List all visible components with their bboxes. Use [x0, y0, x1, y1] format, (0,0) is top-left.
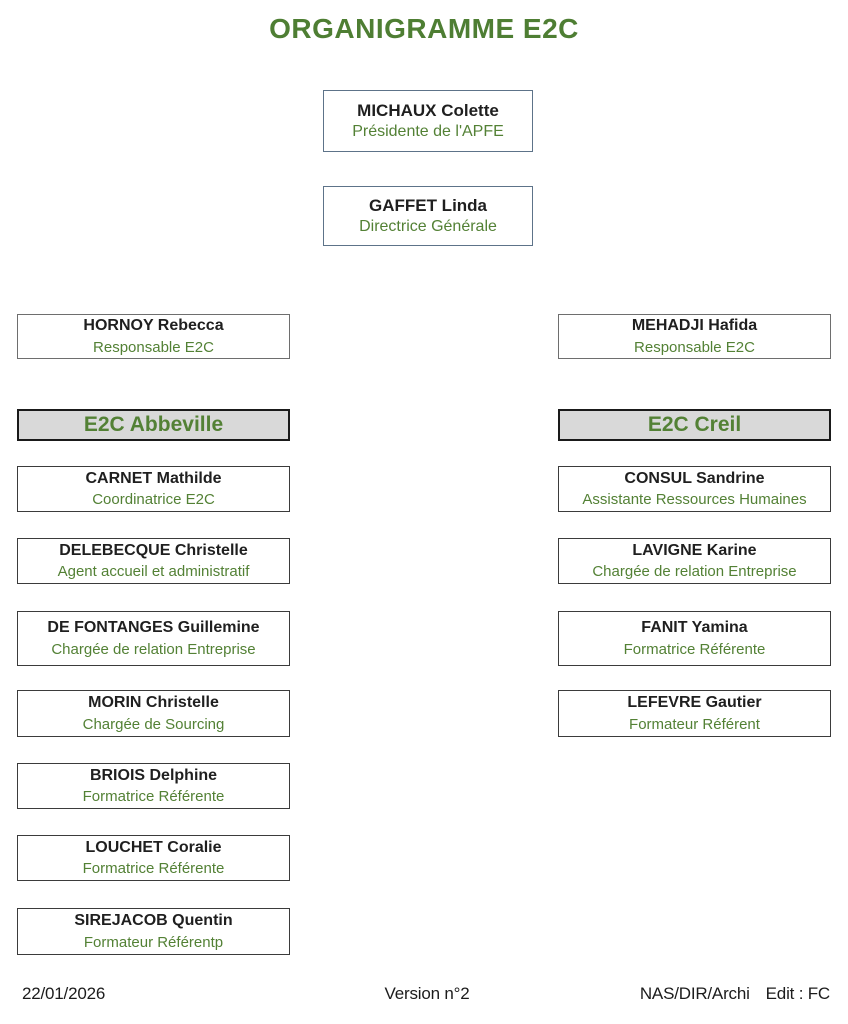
- footer-version: Version n°2: [384, 984, 470, 1003]
- direction-box-presidente: MICHAUX Colette Présidente de l'APFE: [323, 90, 533, 152]
- staff-box: FANIT Yamina Formatrice Référente: [558, 611, 831, 666]
- person-role: Directrice Générale: [359, 218, 497, 236]
- staff-box: LOUCHET Coralie Formatrice Référente: [17, 835, 290, 881]
- site-header-abbeville: E2C Abbeville: [17, 409, 290, 441]
- staff-box: SIREJACOB Quentin Formateur Référentp: [17, 908, 290, 955]
- staff-box: DELEBECQUE Christelle Agent accueil et a…: [17, 538, 290, 584]
- staff-box: DE FONTANGES Guillemine Chargée de relat…: [17, 611, 290, 666]
- person-name: DE FONTANGES Guillemine: [47, 619, 260, 637]
- person-name: DELEBECQUE Christelle: [59, 541, 248, 559]
- person-role: Formateur Référent: [629, 715, 760, 733]
- person-name: LAVIGNE Karine: [632, 541, 757, 559]
- person-role: Formatrice Référente: [82, 860, 225, 878]
- person-name: HORNOY Rebecca: [83, 317, 224, 335]
- site-header-creil: E2C Creil: [558, 409, 831, 441]
- person-name: SIREJACOB Quentin: [74, 912, 233, 930]
- person-role: Responsable E2C: [93, 338, 214, 356]
- footer: 22/01/2026 Version n°2 NAS/DIR/Archi Edi…: [0, 984, 848, 1008]
- person-role: Assistante Ressources Humaines: [582, 491, 807, 509]
- person-name: FANIT Yamina: [641, 619, 748, 637]
- staff-box: MORIN Christelle Chargée de Sourcing: [17, 690, 290, 737]
- person-role: Présidente de l'APFE: [352, 123, 504, 141]
- person-role: Formatrice Référente: [82, 788, 225, 806]
- direction-box-directrice: GAFFET Linda Directrice Générale: [323, 186, 533, 246]
- person-name: MICHAUX Colette: [357, 100, 499, 120]
- person-name: GAFFET Linda: [368, 195, 488, 215]
- person-role: Coordinatrice E2C: [92, 491, 215, 509]
- person-role: Agent accueil et administratif: [57, 563, 250, 581]
- staff-box: CARNET Mathilde Coordinatrice E2C: [17, 466, 290, 512]
- responsable-box: MEHADJI Hafida Responsable E2C: [558, 314, 831, 359]
- person-role: Responsable E2C: [634, 338, 755, 356]
- page-title: ORGANIGRAMME E2C: [269, 13, 579, 44]
- person-name: CONSUL Sandrine: [624, 469, 765, 487]
- person-role: Formatrice Référente: [623, 640, 766, 658]
- person-name: MORIN Christelle: [88, 694, 219, 712]
- person-name: MEHADJI Hafida: [631, 317, 758, 335]
- person-name: BRIOIS Delphine: [89, 766, 218, 784]
- person-name: LEFEVRE Gautier: [627, 694, 762, 712]
- footer-archive-path: NAS/DIR/Archi: [639, 984, 750, 1003]
- staff-box: LEFEVRE Gautier Formateur Référent: [558, 690, 831, 737]
- responsable-box: HORNOY Rebecca Responsable E2C: [17, 314, 290, 359]
- person-role: Chargée de Sourcing: [82, 715, 225, 733]
- footer-right-group: NAS/DIR/Archi Edit : FC: [640, 984, 830, 1004]
- footer-editor: Edit : FC: [765, 984, 831, 1003]
- person-role: Chargée de relation Entreprise: [592, 563, 797, 581]
- person-role: Formateur Référentp: [83, 933, 224, 951]
- footer-date: 22/01/2026: [22, 984, 106, 1003]
- person-name: CARNET Mathilde: [85, 469, 222, 487]
- staff-box: BRIOIS Delphine Formatrice Référente: [17, 763, 290, 809]
- person-role: Chargée de relation Entreprise: [51, 640, 256, 658]
- staff-box: CONSUL Sandrine Assistante Ressources Hu…: [558, 466, 831, 512]
- staff-box: LAVIGNE Karine Chargée de relation Entre…: [558, 538, 831, 584]
- person-name: LOUCHET Coralie: [85, 838, 222, 856]
